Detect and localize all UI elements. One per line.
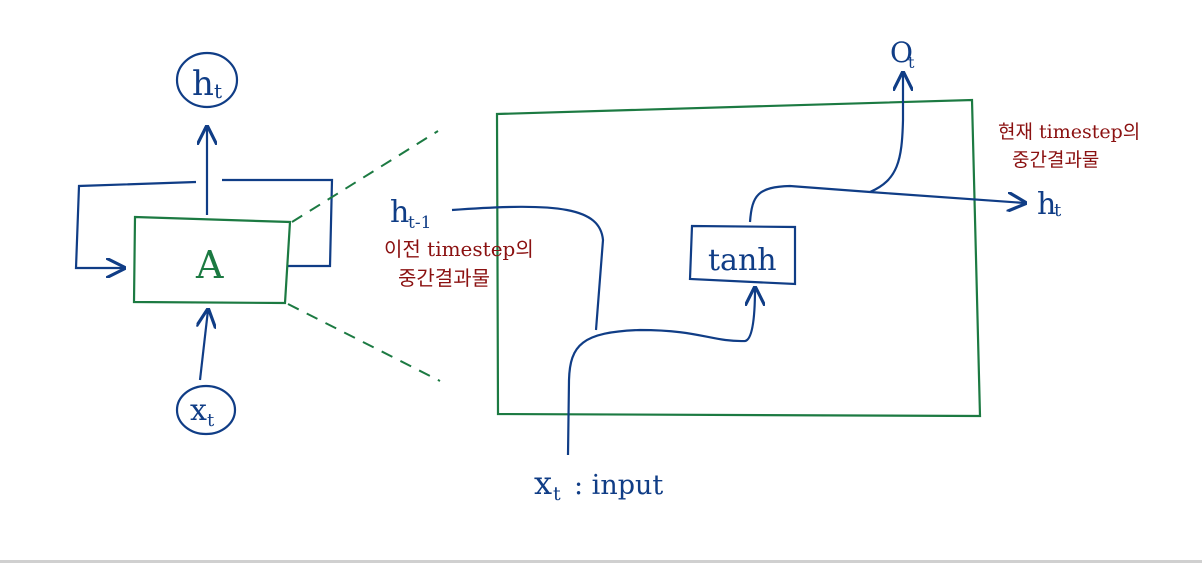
input-caption: : input <box>574 470 663 501</box>
input-label: x <box>534 464 552 502</box>
input-node-subscript: t <box>207 410 215 431</box>
input-node-circle <box>175 384 237 436</box>
tanh-output-wire <box>748 184 1025 223</box>
input-wire <box>566 288 755 456</box>
output-node-circle <box>175 51 239 109</box>
prev-state-note-line2: 중간결과물 <box>398 266 490 290</box>
cell-box <box>132 215 292 305</box>
next-state-label: h <box>1037 187 1056 222</box>
input-subscript: t <box>553 483 561 505</box>
tanh-label: tanh <box>708 243 777 278</box>
input-node-label: x <box>190 393 207 428</box>
bottom-border <box>0 560 1202 563</box>
input-to-cell-arrow <box>200 310 208 381</box>
tanh-box <box>688 224 797 286</box>
zoom-line-bottom <box>287 303 441 382</box>
cell-label: A <box>195 243 224 287</box>
next-state-note-line1: 현재 timestep의 <box>998 121 1140 143</box>
top-output-label: O <box>890 36 913 69</box>
output-node-label: h <box>192 64 214 104</box>
prev-state-note-line1: 이전 timestep의 <box>384 237 534 261</box>
next-state-subscript: t <box>1054 200 1062 221</box>
output-node-subscript: t <box>214 79 222 103</box>
zoom-line-top <box>291 130 439 223</box>
prev-state-label: h <box>390 195 409 230</box>
recurrence-loop <box>74 178 334 268</box>
next-state-note-line2: 중간결과물 <box>1012 149 1099 171</box>
top-output-subscript: t <box>908 53 915 72</box>
prev-state-subscript: t-1 <box>408 213 431 233</box>
prev-state-wire <box>451 205 605 331</box>
output-branch-wire <box>869 73 903 194</box>
expanded-cell-box <box>495 98 982 418</box>
